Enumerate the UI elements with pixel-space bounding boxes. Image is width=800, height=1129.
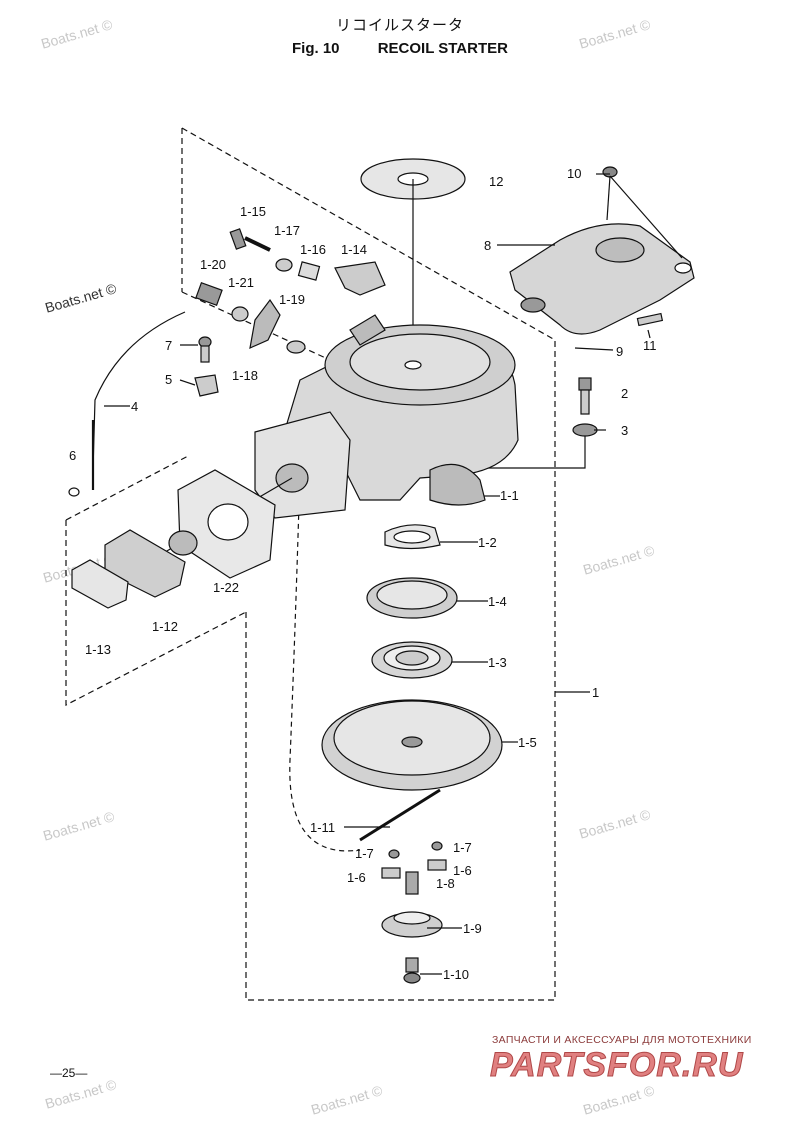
callout-6: 6 [69,448,76,463]
callout-5: 5 [165,372,172,387]
assembly-boundary [65,520,247,706]
callout-8: 8 [484,238,491,253]
page-number: —25— [50,1066,88,1080]
screw-1-10 [405,957,419,973]
callout-1-21: 1-21 [228,275,254,290]
callout-1-4: 1-4 [488,594,507,609]
insert-1-13 [71,559,129,609]
callout-1-13: 1-13 [85,642,111,657]
assembly-boundary [65,454,191,521]
callout-7: 7 [165,338,172,353]
cable-4 [92,311,186,471]
callout-1-6: 1-6 [347,870,366,885]
washer-1-19 [286,340,306,354]
callout-1-22: 1-22 [213,580,239,595]
callout-1-6: 1-6 [453,863,472,878]
rope-1-11 [359,788,441,842]
figure-number: Fig. 10 [292,40,340,57]
callout-1-7: 1-7 [355,846,374,861]
callout-4: 4 [131,399,138,414]
brand-tagline: ЗАПЧАСТИ И АКСЕССУАРЫ ДЛЯ МОТОТЕХНИКИ [492,1034,752,1046]
cap-10 [602,166,618,178]
plate-5 [194,374,219,397]
callout-10: 10 [567,166,581,181]
collar-1-21 [231,306,249,322]
callout-1-1: 1-1 [500,488,519,503]
callout-1-9: 1-9 [463,921,482,936]
callout-2: 2 [621,386,628,401]
callout-1-15: 1-15 [240,204,266,219]
brand-logo: PARTSFOR.RU [489,1046,744,1085]
cover-8 [509,223,695,335]
callout-1-2: 1-2 [478,535,497,550]
callout-1-10: 1-10 [443,967,469,982]
pawl-1-6 [427,859,447,871]
pad-11 [636,312,664,327]
callout-3: 3 [621,423,628,438]
callout-1-3: 1-3 [488,655,507,670]
callout-12: 12 [489,174,503,189]
figure-title: RECOIL STARTER [377,40,508,57]
arm-1-18 [249,298,281,350]
bushing-1-17 [275,258,293,272]
callout-1: 1 [592,685,599,700]
title-japanese: リコイルスタータ [335,17,464,34]
callout-1-12: 1-12 [152,619,178,634]
bolt-2 [578,377,592,391]
spring-1-7 [388,849,400,859]
title-row: Fig. 10 RECOIL STARTER [0,40,800,57]
callout-1-20: 1-20 [200,257,226,272]
callout-1-17: 1-17 [274,223,300,238]
callout-1-16: 1-16 [300,242,326,257]
screw-1-15 [229,228,247,250]
grommet-9 [520,297,546,313]
callout-1-5: 1-5 [518,735,537,750]
pin-1-16 [297,261,321,281]
washer-3 [572,423,598,437]
screw-1-20 [195,281,223,307]
callout-1-7: 1-7 [453,840,472,855]
callout-9: 9 [616,344,623,359]
pawl-1-6 [381,867,401,879]
spring-1-8 [405,871,419,895]
lever-1-14 [334,261,386,296]
callout-1-19: 1-19 [279,292,305,307]
callout-1-11: 1-11 [310,820,335,835]
rope-path [289,469,361,852]
spring-1-7 [431,841,443,851]
bracket [254,411,351,519]
callout-1-18: 1-18 [232,368,258,383]
callout-1-14: 1-14 [341,242,367,257]
clip-6 [68,487,80,497]
callout-11: 11 [643,338,657,353]
callout-1-8: 1-8 [436,876,455,891]
